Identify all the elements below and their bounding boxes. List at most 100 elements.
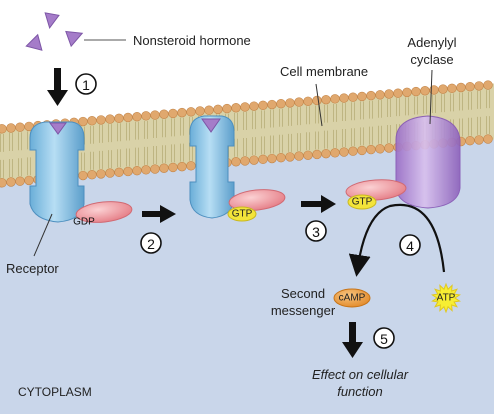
step-1-circle [75, 73, 97, 95]
lipid-head [375, 144, 385, 154]
lipid-head [87, 116, 97, 126]
step-5-circle [373, 327, 395, 349]
lipid-head [285, 152, 295, 162]
effect-label-line1: Effect on cellular [312, 367, 409, 382]
lipid-head [186, 161, 196, 171]
lipid-head [330, 94, 340, 104]
step-3-circle [305, 220, 327, 242]
lipid-head [402, 87, 412, 98]
lipid-head [348, 146, 358, 156]
lipid-head [24, 175, 34, 186]
adenylyl-cyclase-enzyme [395, 115, 461, 209]
step-2-circle [140, 232, 162, 254]
lipid-head [321, 94, 331, 105]
hormone-bound-1 [49, 122, 67, 135]
camp-molecule [333, 288, 371, 308]
lipid-head [150, 164, 160, 174]
lipid-head [105, 114, 115, 124]
receptor-2 [189, 115, 235, 219]
lipid-head [177, 161, 187, 172]
lipid-head [303, 96, 313, 106]
lipid-head [87, 170, 97, 180]
lipid-head [474, 81, 484, 91]
lipid-head [267, 153, 277, 164]
gdp-label: GDP [73, 217, 95, 228]
gtp-molecule-1 [227, 206, 257, 222]
lipid-head [330, 148, 340, 158]
lipid-head [0, 124, 7, 134]
lipid-head [339, 93, 349, 103]
atp-molecule [431, 282, 461, 314]
lipid-head [240, 102, 250, 112]
lipid-head [258, 154, 268, 165]
lipid-head [456, 82, 466, 93]
lipid-head [15, 122, 25, 132]
adenylyl-leader-line [429, 69, 433, 125]
lipid-head [312, 95, 322, 106]
lipid-head [411, 86, 421, 97]
second-messenger-label-line2: messenger [271, 303, 336, 318]
lipid-head [483, 134, 493, 144]
gtp-molecule-2 [347, 194, 377, 210]
step-1-number: 1 [82, 77, 90, 93]
effect-label-line2: function [337, 384, 383, 399]
lipid-head [366, 90, 376, 101]
lipid-head [177, 107, 187, 118]
lipid-head [222, 103, 232, 114]
camp-label: cAMP [339, 293, 366, 304]
lipid-head [114, 113, 124, 123]
lipid-head [357, 145, 367, 156]
lipid-head [78, 116, 88, 127]
hormone-label: Nonsteroid hormone [133, 33, 251, 48]
lipid-head [465, 136, 475, 146]
arrow-step-3 [301, 195, 336, 213]
lipid-head [168, 108, 178, 119]
lipid-head [258, 100, 268, 111]
lipid-head [348, 92, 358, 102]
lipid-head [105, 168, 115, 178]
lipid-head [0, 178, 7, 188]
lipid-head [465, 81, 475, 92]
lipid-head [141, 165, 151, 175]
lipid-head [231, 157, 241, 167]
lipid-tail-band [0, 83, 494, 184]
lipid-head [96, 169, 106, 179]
lipid-head [96, 115, 106, 125]
step-2-number: 2 [147, 236, 155, 252]
lipid-head [294, 151, 304, 161]
lipid-head [276, 153, 286, 163]
step-4-number: 4 [406, 238, 414, 254]
lipid-head [6, 177, 16, 187]
lipid-head [168, 162, 178, 173]
cell-membrane-label: Cell membrane [280, 64, 368, 79]
lipid-head [231, 103, 241, 113]
adenylyl-label-line1: Adenylyl [407, 35, 456, 50]
lipid-head [483, 80, 493, 90]
lipid-head [321, 148, 331, 159]
lipid-head [366, 144, 376, 155]
lipid-head [141, 111, 151, 121]
cell-membrane-leader-line [315, 83, 323, 127]
arrow-step-4 [348, 203, 446, 277]
lipid-head [249, 155, 259, 165]
g-protein-gdp [75, 201, 133, 223]
lipid-head [114, 167, 124, 177]
lipid-head [384, 143, 394, 153]
receptor-1 [29, 121, 85, 223]
lipid-head [375, 90, 385, 100]
lipid-head [276, 99, 286, 109]
lipid-head [159, 109, 169, 119]
arrow-step-2 [142, 205, 176, 223]
lipid-head [393, 88, 403, 98]
arrow-step-5 [342, 322, 363, 358]
adenylyl-label-line2: cyclase [410, 52, 453, 67]
cytoplasm-label: CYTOPLASM [18, 385, 92, 399]
lipid-head [249, 101, 259, 111]
arrow-step-1 [47, 68, 68, 106]
free-hormones [25, 12, 84, 51]
lipid-head [474, 135, 484, 145]
lipid-head [357, 91, 367, 102]
lipid-head [213, 104, 223, 115]
